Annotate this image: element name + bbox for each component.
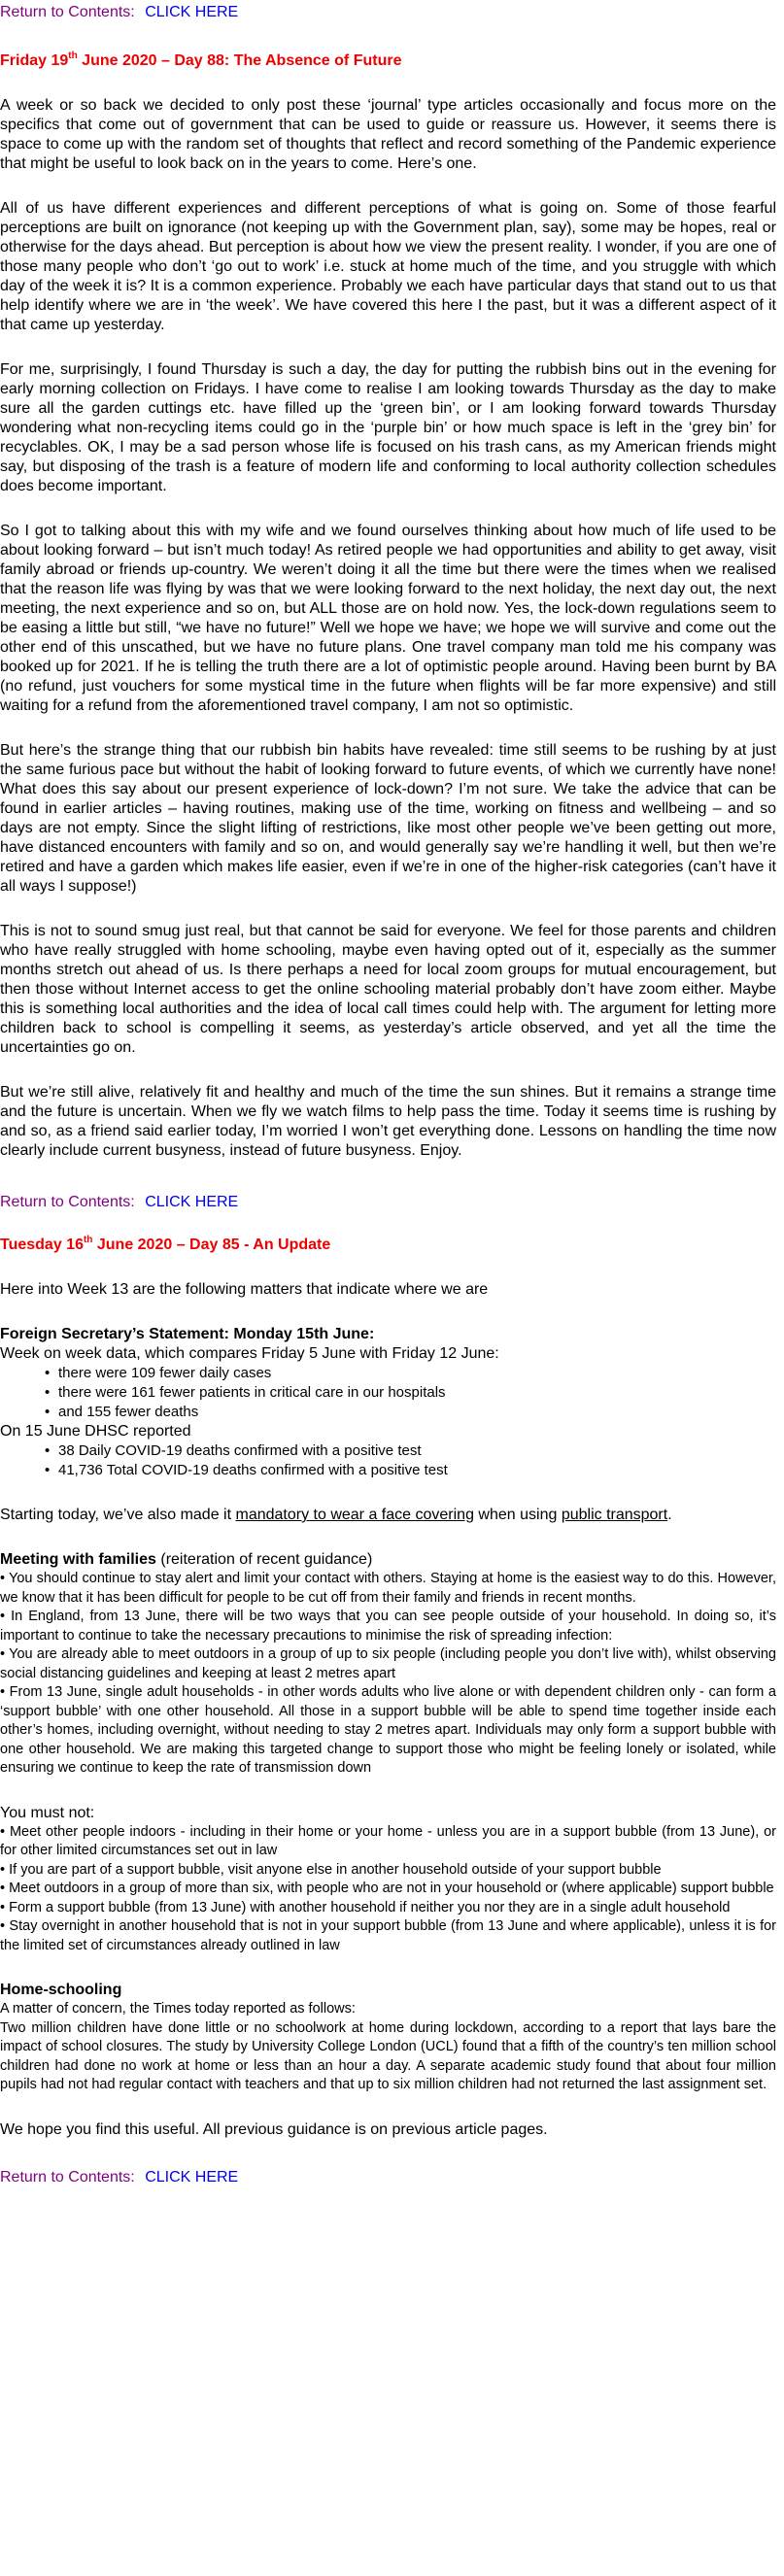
click-here-link[interactable]: CLICK HERE	[145, 1194, 239, 1210]
guidance-point: • In England, from 13 June, there will b…	[0, 1609, 776, 1644]
paragraph: This is not to sound smug just real, but…	[0, 923, 776, 1056]
article-title: Tuesday 16th June 2020 – Day 85 - An Upd…	[0, 1235, 331, 1254]
content-column: Return to Contents: CLICK HERE Friday 19…	[0, 0, 784, 2187]
return-to-contents: Return to Contents: CLICK HERE	[0, 1190, 776, 1212]
times-quote: Two million children have done little or…	[0, 2019, 776, 2093]
section-heading: Foreign Secretary’s Statement: Monday 15…	[0, 1326, 375, 1342]
click-here-link[interactable]: CLICK HERE	[145, 2168, 239, 2186]
guidance-point: • Meet outdoors in a group of more than …	[0, 1881, 774, 1896]
must-not-label: You must not:	[0, 1804, 95, 1821]
list-item: 41,736 Total COVID-19 deaths confirmed w…	[45, 1461, 776, 1480]
paragraph: All of us have different experiences and…	[0, 200, 776, 333]
bullet-list: there were 109 fewer daily cases there w…	[0, 1364, 776, 1422]
page: Return to Contents: CLICK HERE Friday 19…	[0, 0, 784, 2187]
return-to-contents: Return to Contents: CLICK HERE	[0, 2165, 776, 2187]
times-intro: A matter of concern, the Times today rep…	[0, 2001, 356, 2017]
guidance-point: • From 13 June, single adult households …	[0, 1684, 776, 1776]
face-covering-link[interactable]: mandatory to wear a face covering	[235, 1507, 474, 1523]
data-line: Week on week data, which compares Friday…	[0, 1345, 499, 1362]
section-heading: Meeting with families (reiteration of re…	[0, 1551, 373, 1568]
guidance-point: • If you are part of a support bubble, v…	[0, 1861, 662, 1878]
guidance-point: • You are already able to meet outdoors …	[0, 1646, 776, 1681]
return-label: Return to Contents:	[0, 4, 135, 20]
article-title: Friday 19th June 2020 – Day 88: The Abse…	[0, 51, 402, 70]
return-label: Return to Contents:	[0, 1194, 135, 1210]
section-heading: Home-schooling	[0, 1982, 122, 1998]
list-item: there were 161 fewer patients in critica…	[45, 1383, 776, 1403]
list-item: there were 109 fewer daily cases	[45, 1364, 776, 1383]
guidance-point: • Meet other people indoors - including …	[0, 1823, 776, 1859]
closing-text: We hope you find this useful. All previo…	[0, 2120, 548, 2138]
paragraph: A week or so back we decided to only pos…	[0, 97, 776, 172]
click-here-link[interactable]: CLICK HERE	[145, 4, 239, 20]
list-item: and 155 fewer deaths	[45, 1403, 776, 1422]
paragraph: For me, surprisingly, I found Thursday i…	[0, 361, 776, 494]
paragraph: So I got to talking about this with my w…	[0, 523, 776, 714]
guidance-point: • Form a support bubble (from 13 June) w…	[0, 1899, 731, 1915]
paragraph: But we’re still alive, relatively fit an…	[0, 1084, 776, 1159]
face-covering-note: Starting today, we’ve also made it manda…	[0, 1507, 672, 1523]
guidance-point: • You should continue to stay alert and …	[0, 1571, 776, 1606]
bullet-list: 38 Daily COVID-19 deaths confirmed with …	[0, 1441, 776, 1480]
intro-text: Here into Week 13 are the following matt…	[0, 1281, 489, 1298]
return-to-contents: Return to Contents: CLICK HERE	[0, 0, 776, 22]
paragraph: But here’s the strange thing that our ru…	[0, 742, 776, 895]
list-item: 38 Daily COVID-19 deaths confirmed with …	[45, 1441, 776, 1461]
public-transport-link[interactable]: public transport	[561, 1507, 668, 1523]
guidance-point: • Stay overnight in another household th…	[0, 1918, 776, 1953]
return-label: Return to Contents:	[0, 2168, 135, 2186]
data-line: On 15 June DHSC reported	[0, 1423, 191, 1440]
